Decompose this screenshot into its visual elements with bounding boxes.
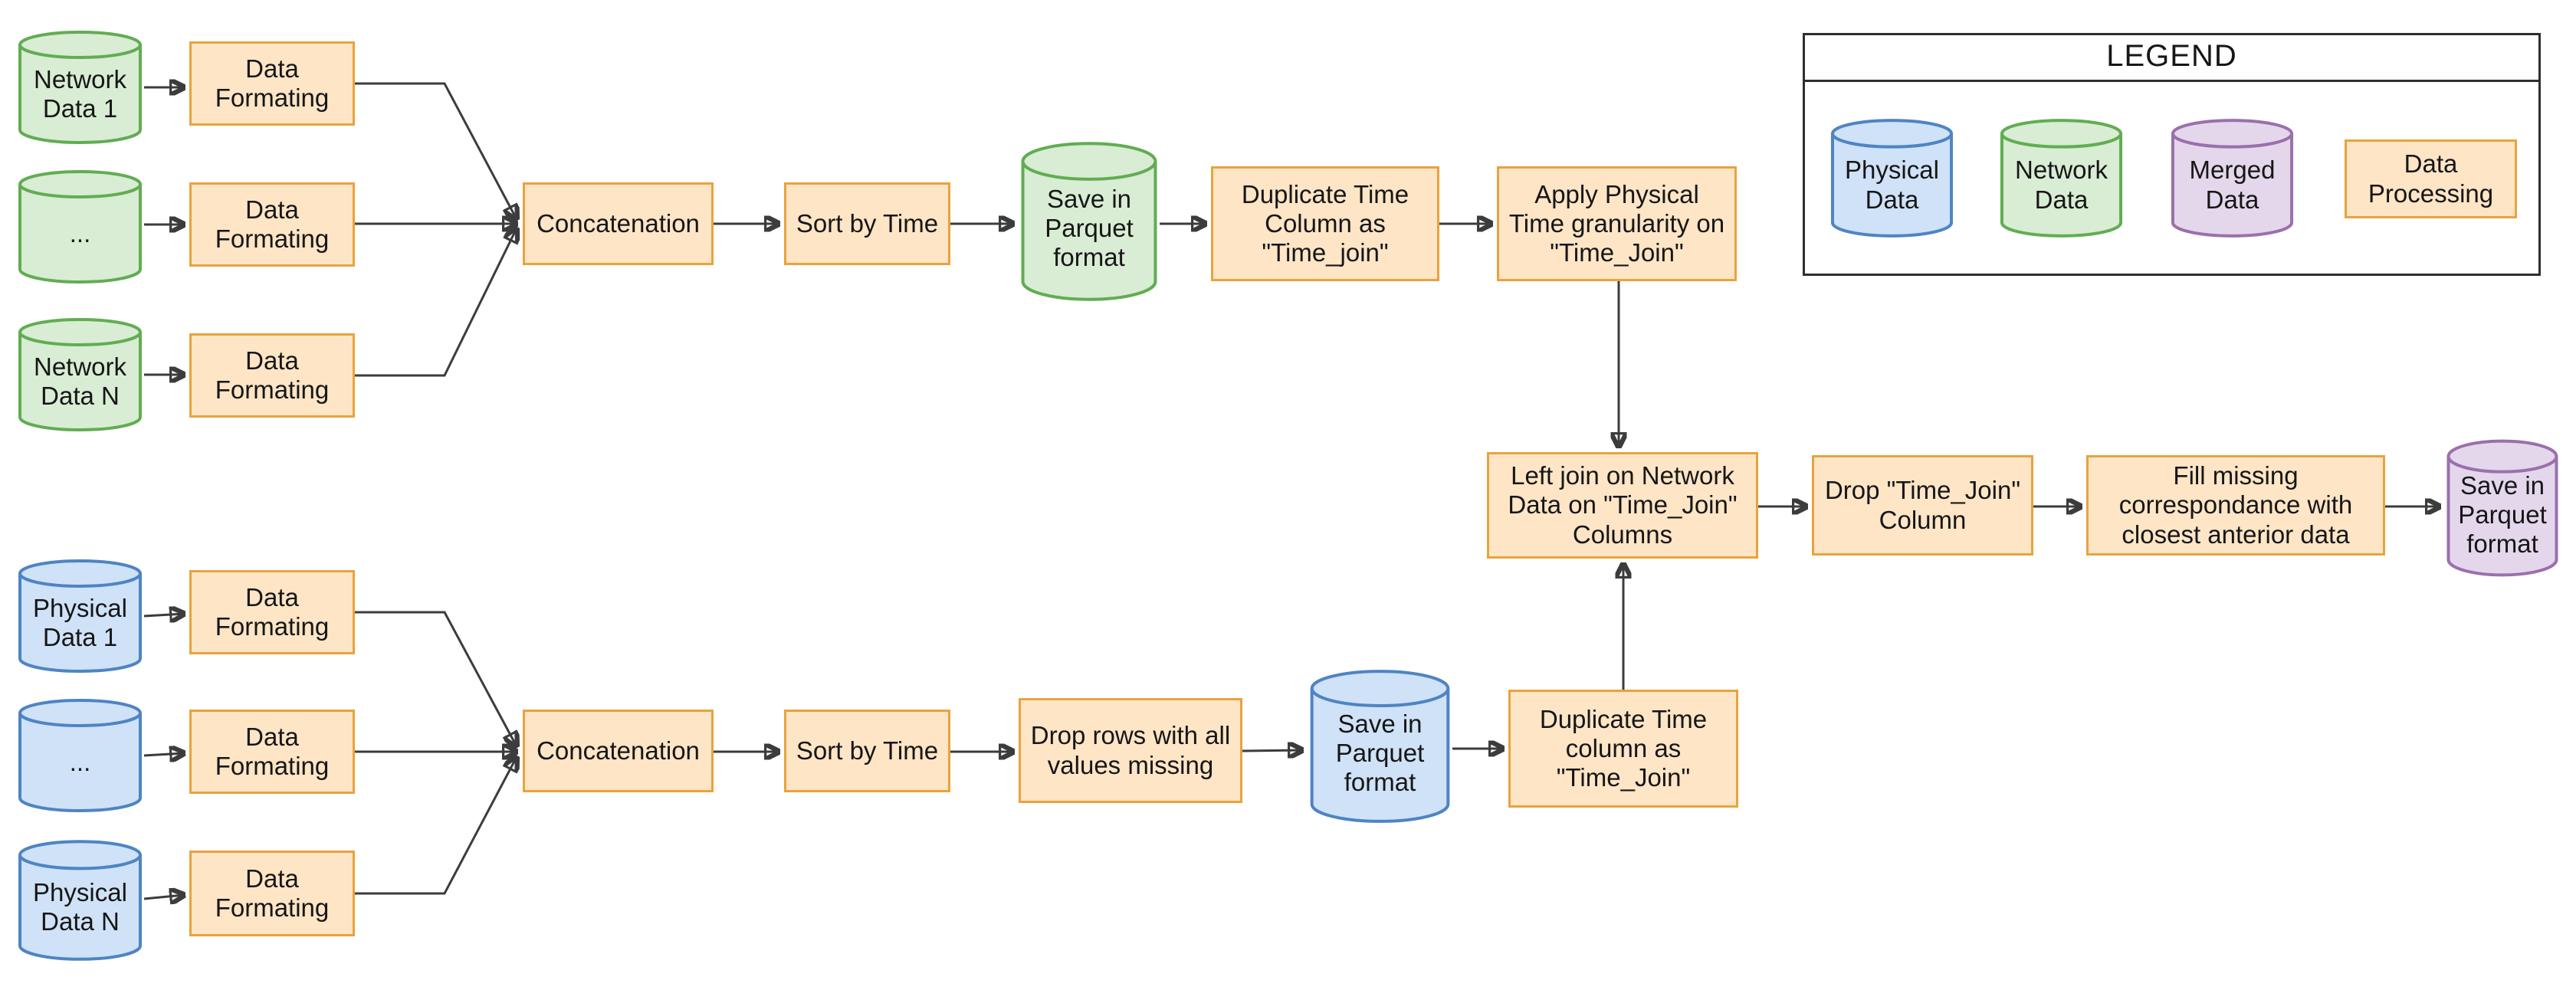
node-label: Data Formating bbox=[215, 582, 330, 641]
network-data-n-cylinder: Network Data N bbox=[16, 317, 144, 432]
node-label: Physical Data 1 bbox=[33, 593, 127, 651]
physical-data-formating-2: Data Formating bbox=[189, 710, 355, 794]
node-label: Network Data bbox=[2014, 156, 2108, 214]
physical-sort-by-time-box: Sort by Time bbox=[784, 710, 950, 792]
apply-physical-time-granularity-box: Apply Physical Time granularity on "Time… bbox=[1497, 166, 1737, 281]
node-label: Concatenation bbox=[537, 208, 700, 238]
node-label: Duplicate Time column as "Time_Join" bbox=[1539, 704, 1708, 792]
node-label: Save in Parquet format bbox=[1335, 709, 1425, 797]
merged-save-parquet-cylinder: Save in Parquet format bbox=[2445, 438, 2560, 578]
physical-data-ellipsis-cylinder: ... bbox=[16, 698, 144, 813]
node-label: Physical Data N bbox=[33, 877, 127, 936]
left-join-box: Left join on Network Data on "Time_Join"… bbox=[1487, 452, 1758, 559]
network-data-formating-3: Data Formating bbox=[189, 333, 355, 418]
physical-data-formating-3: Data Formating bbox=[189, 851, 355, 936]
network-data-formating-2: Data Formating bbox=[189, 182, 355, 267]
physical-data-formating-1: Data Formating bbox=[189, 570, 355, 654]
node-label: Duplicate Time Column as "Time_join" bbox=[1241, 179, 1409, 267]
database-cylinder-icon bbox=[16, 30, 144, 145]
node-label: Sort by Time bbox=[796, 736, 939, 765]
physical-data-1-cylinder: Physical Data 1 bbox=[16, 559, 144, 674]
legend-merged-data-cylinder: Merged Data bbox=[2169, 118, 2295, 238]
node-label: Drop "Time_Join" Column bbox=[1824, 476, 2021, 534]
node-label: Sort by Time bbox=[796, 208, 939, 238]
node-label: Save in Parquet format bbox=[2458, 470, 2547, 559]
node-label: Physical Data bbox=[1845, 156, 1939, 214]
network-data-formating-1: Data Formating bbox=[189, 41, 355, 126]
node-label: Merged Data bbox=[2189, 156, 2276, 214]
node-label: Data Formating bbox=[215, 195, 330, 253]
node-label: Data Formating bbox=[215, 722, 330, 780]
drop-rows-all-values-missing-box: Drop rows with all values missing bbox=[1019, 698, 1242, 803]
node-label: Left join on Network Data on "Time_Join"… bbox=[1508, 461, 1738, 549]
database-cylinder-icon bbox=[2445, 438, 2560, 578]
node-label: Network Data 1 bbox=[33, 64, 127, 123]
database-cylinder-icon bbox=[16, 839, 144, 962]
node-label: Network Data N bbox=[33, 352, 127, 410]
database-cylinder-icon bbox=[1998, 118, 2125, 238]
node-label: Data Processing bbox=[2368, 149, 2494, 208]
node-label: Save in Parquet format bbox=[1045, 184, 1134, 272]
database-cylinder-icon bbox=[16, 169, 144, 284]
physical-concatenation-box: Concatenation bbox=[523, 710, 714, 792]
network-duplicate-time-column-box: Duplicate Time Column as "Time_join" bbox=[1211, 166, 1439, 281]
database-cylinder-icon bbox=[1308, 668, 1452, 824]
node-label: Apply Physical Time granularity on "Time… bbox=[1508, 179, 1725, 267]
network-save-parquet-cylinder: Save in Parquet format bbox=[1019, 140, 1160, 303]
database-cylinder-icon bbox=[1829, 118, 1955, 238]
physical-duplicate-time-column-box: Duplicate Time column as "Time_Join" bbox=[1508, 690, 1738, 808]
node-label: Data Formating bbox=[215, 54, 330, 112]
legend-title-text: LEGEND bbox=[2106, 39, 2237, 73]
node-label: Data Formating bbox=[215, 864, 330, 922]
node-label: ... bbox=[69, 218, 91, 248]
node-label: Data Formating bbox=[215, 346, 330, 404]
network-sort-by-time-box: Sort by Time bbox=[784, 182, 950, 265]
legend-network-data-cylinder: Network Data bbox=[1998, 118, 2125, 238]
drop-time-join-column-box: Drop "Time_Join" Column bbox=[1812, 455, 2033, 556]
network-data-1-cylinder: Network Data 1 bbox=[16, 30, 144, 145]
database-cylinder-icon bbox=[16, 559, 144, 674]
database-cylinder-icon bbox=[2169, 118, 2295, 238]
legend-physical-data-cylinder: Physical Data bbox=[1829, 118, 1955, 238]
database-cylinder-icon bbox=[16, 317, 144, 432]
node-label: Fill missing correspondance with closest… bbox=[2118, 461, 2353, 549]
fill-missing-correspondance-box: Fill missing correspondance with closest… bbox=[2086, 455, 2385, 556]
node-label: Concatenation bbox=[537, 736, 700, 765]
node-label: Drop rows with all values missing bbox=[1030, 721, 1231, 779]
physical-data-n-cylinder: Physical Data N bbox=[16, 839, 144, 962]
database-cylinder-icon bbox=[1019, 140, 1160, 303]
node-label: ... bbox=[69, 747, 91, 776]
legend-title: LEGEND bbox=[1803, 33, 2541, 82]
physical-save-parquet-cylinder: Save in Parquet format bbox=[1308, 668, 1452, 824]
network-concatenation-box: Concatenation bbox=[523, 182, 714, 265]
network-data-ellipsis-cylinder: ... bbox=[16, 169, 144, 284]
legend-data-processing-box: Data Processing bbox=[2345, 139, 2517, 218]
database-cylinder-icon bbox=[16, 698, 144, 813]
